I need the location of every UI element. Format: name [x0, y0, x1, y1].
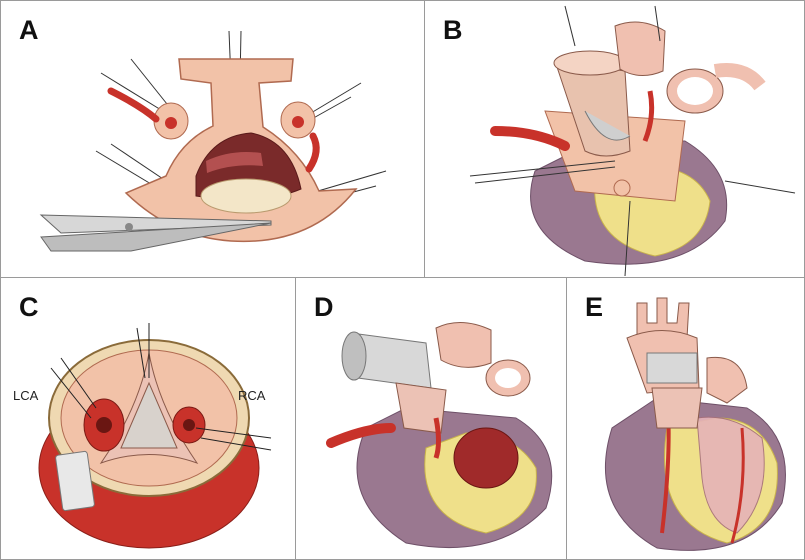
panel-a: A [0, 0, 425, 278]
pulmonary-opening [453, 427, 519, 489]
panel-b-sutures [469, 5, 796, 277]
rca-label: RCA [238, 388, 266, 403]
scissors-icon [39, 214, 272, 252]
distal-aorta [435, 322, 492, 368]
right-coronary-artery [730, 427, 745, 544]
valved-conduit [651, 387, 703, 429]
left-coronary-artery [326, 423, 396, 448]
pulmonary-artery [706, 356, 748, 404]
panel-a-illustration [39, 30, 387, 252]
panel-c: C LCA RCA [0, 277, 296, 560]
lca-label: LCA [13, 388, 39, 403]
panel-d-illustration [326, 322, 553, 549]
panel-c-label: C [19, 292, 39, 322]
panel-d-label: D [314, 292, 334, 322]
panel-c-illustration [38, 323, 272, 549]
panel-b-label: B [443, 15, 463, 45]
calcified-valve [200, 178, 292, 214]
right-coronary-button [613, 179, 631, 197]
pledget [55, 450, 95, 512]
panel-b: B [424, 0, 805, 278]
panel-d: D [295, 277, 567, 560]
left-coronary-artery [490, 126, 570, 151]
panel-e-label: E [585, 292, 604, 322]
panel-b-illustration [469, 5, 796, 277]
panel-a-label: A [19, 15, 39, 45]
panel-c-sutures [50, 323, 272, 451]
valved-conduit [395, 382, 447, 434]
dacron-graft [646, 352, 698, 384]
panel-e: E [566, 277, 805, 560]
panel-e-illustration [605, 297, 786, 551]
distal-aorta [614, 21, 666, 76]
